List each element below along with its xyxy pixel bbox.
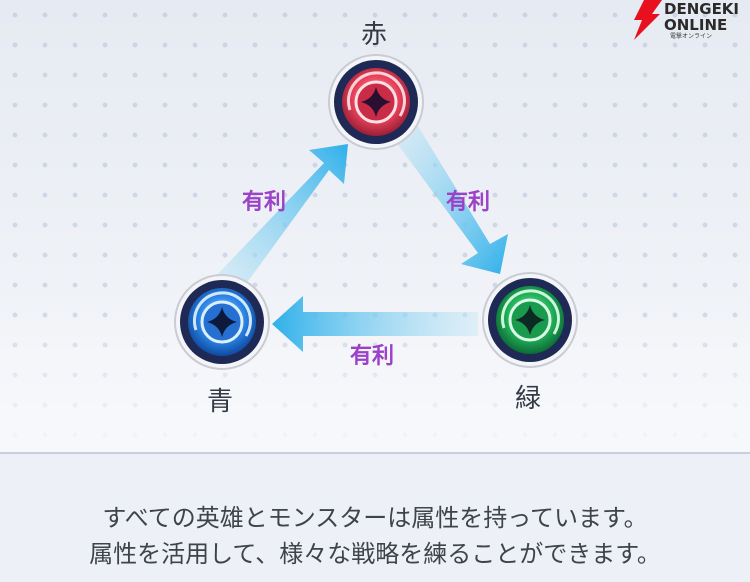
- blue-attribute-emblem: [174, 274, 270, 370]
- logo-text-dengeki: DENGEKI: [664, 0, 740, 18]
- green-attribute-emblem: [482, 272, 578, 368]
- logo-text-japanese: 電撃オンライン: [670, 33, 713, 40]
- arrow-blue-to-red: [214, 144, 348, 295]
- advantage-label-blue-red: 有利: [242, 190, 287, 215]
- advantage-label-green-blue: 有利: [350, 344, 395, 369]
- description-panel: すべての英雄とモンスターは属性を持っています。 属性を活用して、様々な戦略を練る…: [0, 452, 750, 582]
- blue-label: 青: [207, 387, 234, 417]
- description-line-2: 属性を活用して、様々な戦略を練ることができます。: [89, 540, 661, 568]
- advantage-label-red-green: 有利: [446, 190, 491, 215]
- red-attribute-emblem: [328, 54, 424, 150]
- arrow-red-to-green: [393, 123, 508, 274]
- attribute-triangle-diagram: [174, 54, 578, 370]
- logo-text-online: ONLINE: [664, 16, 728, 34]
- red-label: 赤: [361, 20, 388, 50]
- lightning-bolt-icon: [634, 0, 662, 40]
- dengeki-online-logo: DENGEKI ONLINE 電撃オンライン: [630, 0, 750, 40]
- arrow-green-to-blue: [272, 296, 478, 352]
- description-line-1: すべての英雄とモンスターは属性を持っています。: [102, 504, 648, 532]
- green-label: 緑: [515, 384, 542, 414]
